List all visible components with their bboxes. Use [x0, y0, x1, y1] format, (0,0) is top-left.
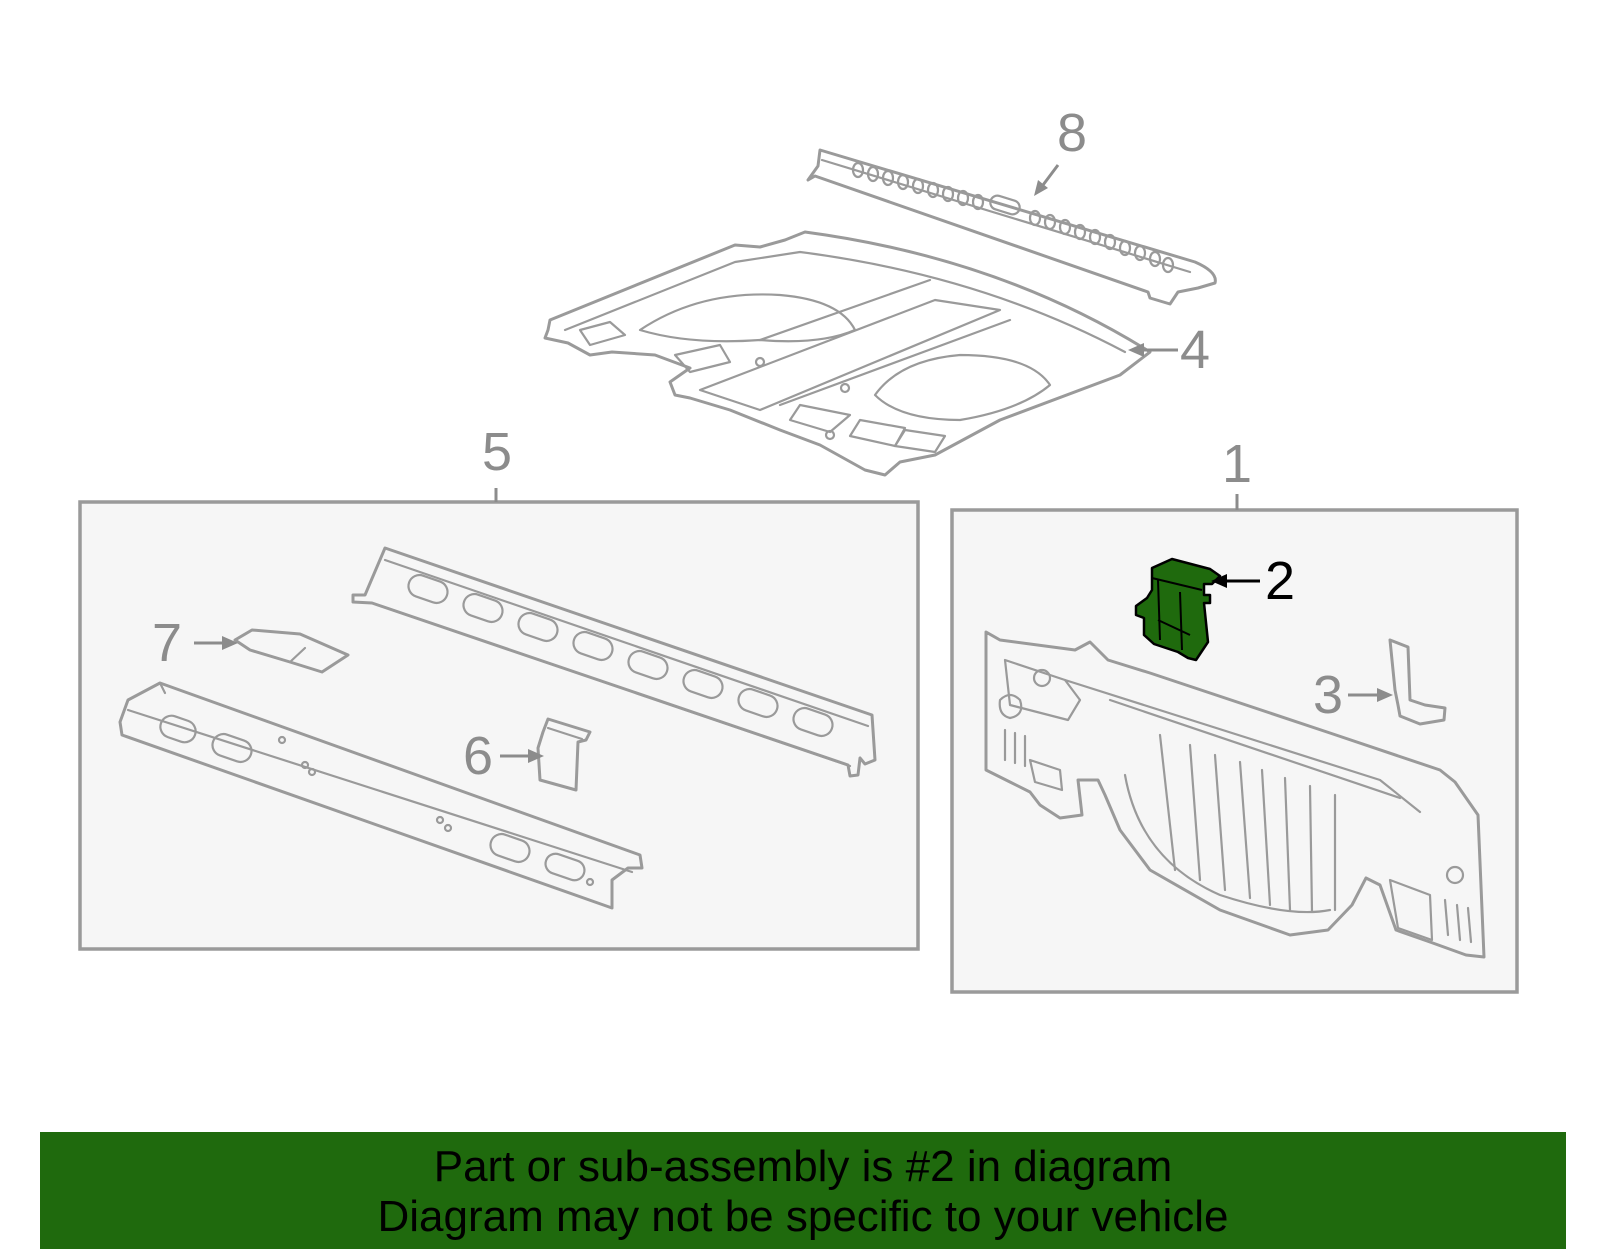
callout-8: 8 [1057, 103, 1087, 163]
part-7-gusset [233, 628, 350, 674]
part-1-rear-body-panel [984, 630, 1486, 959]
banner-line-2: Diagram may not be specific to your vehi… [377, 1192, 1229, 1241]
part-5-lower-rail [118, 681, 644, 910]
leader-7 [194, 636, 238, 650]
part-8-reinforcement-bar [806, 148, 1217, 306]
part-5-upper-rail [351, 546, 877, 778]
leader-6 [500, 749, 544, 763]
part-3-bracket [1388, 638, 1447, 726]
leader-3 [1348, 688, 1393, 702]
leader-2 [1211, 574, 1260, 588]
leader-8 [1034, 164, 1060, 196]
callout-6: 6 [463, 726, 493, 786]
part-4-rear-floor-pan [543, 230, 1152, 477]
callout-5: 5 [482, 422, 512, 482]
callout-1: 1 [1222, 434, 1252, 494]
callout-4: 4 [1180, 320, 1210, 380]
banner-line-1: Part or sub-assembly is #2 in diagram [433, 1142, 1173, 1191]
part-2-highlighted-bracket [1134, 557, 1222, 662]
part-6-bracket [536, 717, 592, 792]
info-banner: Part or sub-assembly is #2 in diagram Di… [40, 1132, 1566, 1249]
assembly-box-1 [950, 508, 1519, 994]
callout-3: 3 [1313, 665, 1343, 725]
leader-4 [1128, 343, 1178, 357]
assembly-box-5 [78, 500, 920, 951]
callout-7: 7 [152, 613, 182, 673]
callout-2: 2 [1265, 551, 1295, 611]
